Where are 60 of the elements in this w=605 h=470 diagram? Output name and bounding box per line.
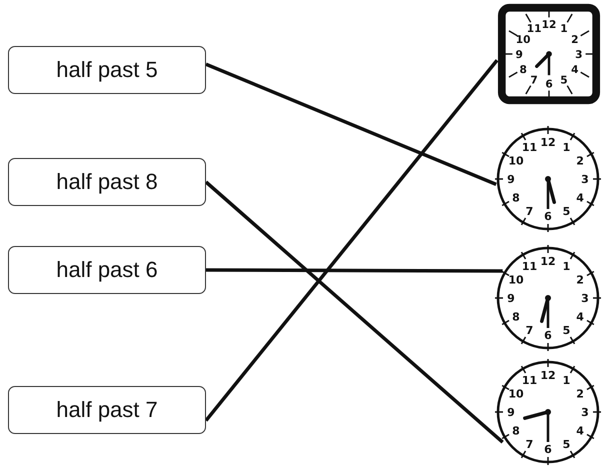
matching-line	[204, 180, 504, 444]
clock-numeral: 11	[526, 23, 542, 35]
clock-numeral: 1	[562, 260, 570, 273]
clock-numeral: 10	[508, 274, 524, 286]
clock-numeral: 3	[575, 48, 583, 61]
clock-numeral: 5	[562, 324, 570, 338]
time-label-box: half past 7	[8, 386, 206, 434]
matching-line	[206, 268, 503, 273]
clock-numeral: 4	[576, 192, 584, 204]
clock-numeral: 7	[530, 74, 538, 87]
clock-numeral: 5	[560, 74, 568, 87]
time-label-box: half past 8	[8, 158, 206, 206]
clock-numeral: 9	[507, 406, 515, 419]
clock-numeral: 12	[542, 19, 556, 31]
clock-numeral: 1	[562, 140, 570, 154]
clock-numeral: 8	[519, 64, 527, 76]
clock-numeral: 6	[545, 78, 553, 91]
clock-numeral: 12	[540, 255, 556, 268]
matching-line	[205, 62, 497, 186]
clock-numeral: 3	[581, 292, 589, 305]
clock-numeral: 12	[540, 136, 556, 149]
clock-numeral: 12	[540, 369, 556, 382]
clock-drawing	[494, 244, 602, 352]
clock-numeral: 7	[526, 324, 534, 338]
clock-numeral: 4	[576, 424, 584, 438]
clock-numeral: 11	[522, 260, 538, 273]
clock-numeral: 5	[562, 438, 570, 452]
clock-numeral: 11	[522, 140, 538, 154]
clock-numeral: 6	[544, 329, 552, 342]
clock-drawing	[496, 2, 602, 106]
clock-drawing	[494, 125, 602, 233]
clock-numeral: 6	[544, 210, 552, 223]
clock-numeral: 10	[508, 154, 524, 168]
clock-numeral: 11	[522, 374, 538, 387]
matching-line	[204, 59, 498, 422]
clock-numeral: 1	[562, 374, 570, 387]
clock-numeral: 3	[581, 173, 589, 186]
clock-numeral: 4	[571, 64, 579, 76]
clock-numeral: 2	[571, 34, 579, 46]
time-label-box: half past 6	[8, 246, 206, 294]
time-label-box: half past 5	[8, 46, 206, 94]
clock-numeral: 7	[526, 205, 534, 218]
clock-numeral: 4	[576, 310, 584, 324]
clock-numeral: 10	[508, 388, 524, 400]
clock-numeral: 3	[581, 406, 589, 419]
clock-numeral: 7	[526, 438, 534, 452]
clock-numeral: 8	[512, 424, 520, 438]
clock-drawing	[494, 358, 602, 466]
clock-numeral: 6	[544, 443, 552, 456]
clock-numeral: 8	[512, 310, 520, 324]
clock-numeral: 9	[507, 292, 515, 305]
clock-numeral: 5	[562, 205, 570, 218]
clock-numeral: 10	[516, 34, 531, 46]
clock-numeral: 8	[512, 192, 520, 204]
clock-numeral: 2	[576, 274, 584, 286]
clock-numeral: 2	[576, 388, 584, 400]
clock-numeral: 9	[515, 48, 523, 61]
clock-numeral: 9	[507, 173, 515, 186]
clock-numeral: 1	[560, 23, 568, 35]
clock-numeral: 2	[576, 154, 584, 168]
